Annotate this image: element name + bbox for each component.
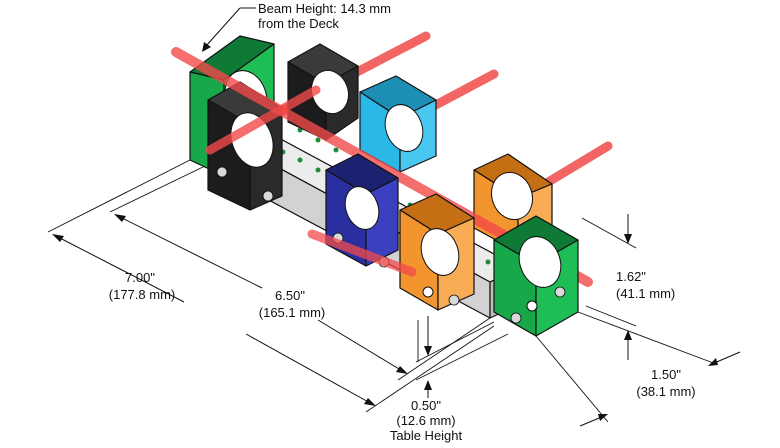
beam-height-line2: from the Deck xyxy=(258,16,339,31)
rail-hole xyxy=(485,259,491,265)
laser-rod-left xyxy=(205,85,321,155)
dim-7in-metric: (177.8 mm) xyxy=(109,287,175,302)
rail-hole xyxy=(297,157,303,163)
dim-0-5in: 0.50" (12.6 mm) Table Height xyxy=(390,316,509,443)
dim-0-5in-caption: Table Height xyxy=(390,428,463,443)
screw xyxy=(216,166,228,178)
aperture xyxy=(344,186,380,230)
mount-black-front xyxy=(207,81,283,211)
screw xyxy=(448,294,460,306)
dim-1-5in-metric: (38.1 mm) xyxy=(636,384,695,399)
screw xyxy=(510,312,522,324)
mount-navy xyxy=(325,153,399,268)
aperture xyxy=(310,69,350,115)
dim-7in: 7.00" (177.8 mm) xyxy=(47,159,495,413)
mount-cyan xyxy=(359,75,437,173)
dim-1-5in-value: 1.50" xyxy=(651,367,681,382)
laser-rod-short xyxy=(307,229,417,277)
aperture xyxy=(490,171,534,221)
rail-hole xyxy=(315,137,321,143)
aperture-small xyxy=(422,286,434,298)
dim-1-62in: 1.62" (41.1 mm) xyxy=(581,214,675,360)
dim-0-5in-metric: (12.6 mm) xyxy=(396,413,455,428)
dim-6-5in-metric: (165.1 mm) xyxy=(259,305,325,320)
dim-1-62in-metric: (41.1 mm) xyxy=(616,286,675,301)
mount-green-front xyxy=(493,215,579,337)
screw xyxy=(262,190,274,202)
dim-1-5in: 1.50" (38.1 mm) xyxy=(535,311,741,427)
screw xyxy=(554,286,566,298)
beam-height-line1: Beam Height: 14.3 mm xyxy=(258,1,391,16)
mount-orange-front xyxy=(399,193,475,311)
dim-0-5in-value: 0.50" xyxy=(411,398,441,413)
aperture xyxy=(230,112,274,168)
aperture-small xyxy=(526,300,538,312)
beam-height-callout: Beam Height: 14.3 mm from the Deck xyxy=(202,1,391,52)
rail-hole xyxy=(333,147,339,153)
dim-6-5in: 6.50" (165.1 mm) xyxy=(109,165,491,381)
rail-hole xyxy=(315,167,321,173)
dim-1-62in-value: 1.62" xyxy=(616,269,646,284)
dim-6-5in-value: 6.50" xyxy=(275,288,305,303)
aperture xyxy=(384,104,424,152)
aperture xyxy=(420,228,460,276)
aperture xyxy=(518,236,562,288)
dim-7in-value: 7.00" xyxy=(125,270,155,285)
